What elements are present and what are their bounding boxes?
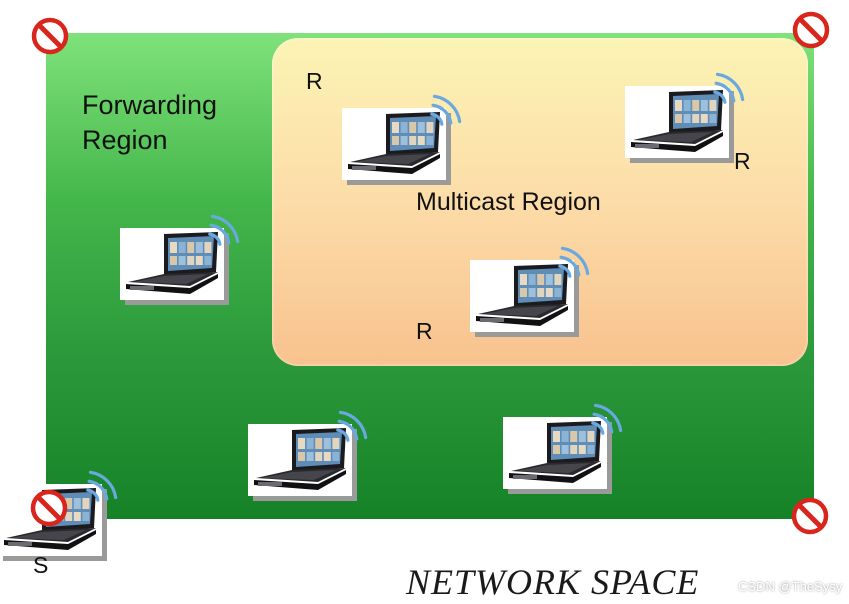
laptop-icon (348, 112, 440, 174)
receiver-label-center: R (416, 318, 433, 344)
laptop-card (625, 86, 729, 158)
no-entry-top-right (792, 11, 830, 49)
laptop-node-forwarding-left (120, 214, 240, 304)
laptop-card (342, 108, 446, 180)
receiver-label-top-right: R (734, 148, 751, 174)
wireless-signal-icon (86, 470, 118, 502)
laptop-icon (509, 421, 601, 483)
multicast-region-label: Multicast Region (416, 188, 601, 216)
laptop-node-forwarding-bottom-right (503, 403, 623, 493)
receiver-label-top-left: R (306, 68, 323, 94)
laptop-card (503, 417, 607, 489)
laptop-icon (631, 90, 723, 152)
laptop-icon (254, 428, 346, 490)
laptop-node-forwarding-bottom-left (248, 410, 368, 500)
wireless-signal-icon (558, 246, 590, 278)
forwarding-region-label: Forwarding Region (82, 90, 218, 155)
laptop-node-receiver-top-left (342, 94, 462, 184)
laptop-icon (126, 232, 218, 294)
no-entry-top-left (31, 17, 69, 55)
wireless-signal-icon (336, 410, 368, 442)
source-label: S (33, 552, 49, 578)
laptop-node-receiver-center (470, 246, 590, 336)
network-space-title: NETWORK SPACE (406, 562, 700, 602)
laptop-node-receiver-top-right (625, 72, 745, 162)
laptop-card (248, 424, 352, 496)
laptop-card (120, 228, 224, 300)
no-entry-source (30, 489, 68, 527)
wireless-signal-icon (430, 94, 462, 126)
watermark: CSDN @TheSysy (738, 579, 843, 594)
no-entry-bottom-right (791, 497, 829, 535)
laptop-icon (476, 264, 568, 326)
wireless-signal-icon (591, 403, 623, 435)
laptop-card (470, 260, 574, 332)
wireless-signal-icon (208, 214, 240, 246)
wireless-signal-icon (713, 72, 745, 104)
